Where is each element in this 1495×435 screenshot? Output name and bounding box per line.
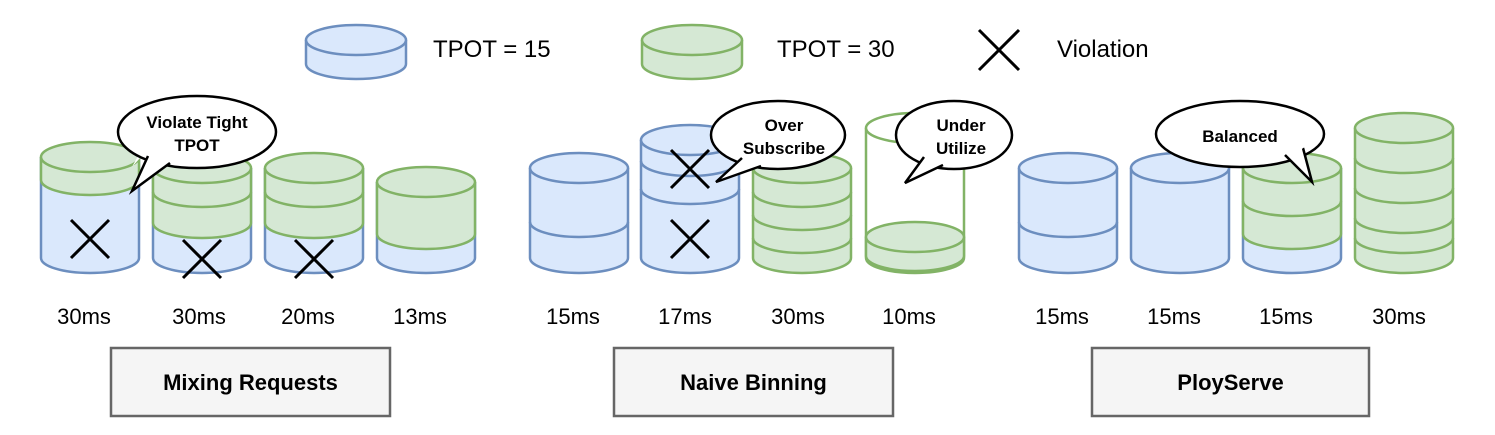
- violation-cross-icon: [669, 148, 711, 260]
- violation-cross-icon: [293, 238, 335, 280]
- speech-bubble-over-subscribe: Over Subscribe: [709, 99, 847, 184]
- bubble-text-line: Subscribe: [743, 139, 825, 158]
- latency-label: 15ms: [1259, 304, 1313, 329]
- latency-label: 15ms: [1147, 304, 1201, 329]
- cylinder: [39, 140, 141, 275]
- legend-label-tpot-15: TPOT = 15: [433, 36, 551, 63]
- bubble-text-line: Balanced: [1202, 127, 1278, 146]
- cylinder: [1241, 151, 1343, 275]
- cylinder: [263, 151, 365, 280]
- speech-bubble-balanced: Balanced: [1154, 99, 1326, 187]
- group-title: Mixing Requests: [163, 370, 338, 395]
- cylinder: [1353, 111, 1455, 275]
- latency-label: 30ms: [172, 304, 226, 329]
- group-title-box: [612, 346, 895, 418]
- cylinder: [528, 151, 630, 275]
- latency-label: 17ms: [658, 304, 712, 329]
- speech-bubble-under-utilize: Under Utilize: [894, 99, 1014, 185]
- group-title: PloyServe: [1177, 370, 1283, 395]
- latency-label: 13ms: [393, 304, 447, 329]
- legend-blue-cylinder-icon: [304, 23, 408, 81]
- latency-label: 15ms: [1035, 304, 1089, 329]
- violation-cross-icon: [181, 238, 223, 280]
- legend-label-tpot-30: TPOT = 30: [777, 36, 895, 63]
- cylinder: [1017, 151, 1119, 275]
- latency-label: 30ms: [57, 304, 111, 329]
- latency-label: 10ms: [882, 304, 936, 329]
- latency-label: 30ms: [771, 304, 825, 329]
- legend-violation-cross-icon: [977, 28, 1021, 72]
- cylinder: [151, 151, 253, 280]
- group-title: Naive Binning: [680, 370, 827, 395]
- bubble-text-line: Violate Tight: [146, 113, 248, 132]
- legend-label-violation: Violation: [1057, 36, 1149, 63]
- cylinder: [751, 151, 853, 275]
- legend-green-cylinder-icon: [640, 23, 744, 81]
- latency-label: 20ms: [281, 304, 335, 329]
- bubble-text-line: Under: [936, 116, 986, 135]
- bubble-text-line: TPOT: [174, 136, 220, 155]
- cylinder: [1129, 151, 1231, 275]
- legend: TPOT = 15 TPOT = 30 Violation: [304, 23, 1149, 81]
- speech-bubble-violate-tight-tpot: Violate Tight TPOT: [116, 94, 278, 195]
- bubble-text-line: Utilize: [936, 139, 986, 158]
- group-title-box: [109, 346, 392, 418]
- latency-label: 30ms: [1372, 304, 1426, 329]
- group-mixing-requests: Violate Tight TPOT 30ms 30ms 20ms 13ms M…: [39, 94, 477, 418]
- bubble-text-line: Over: [765, 116, 804, 135]
- group-naive-binning: Over Subscribe Under Utilize 15ms 17ms 3…: [528, 99, 1014, 418]
- group-title-box: [1090, 346, 1371, 418]
- latency-label: 15ms: [546, 304, 600, 329]
- cylinder: [375, 165, 477, 275]
- cylinder: [639, 123, 741, 275]
- violation-cross-icon: [69, 218, 111, 260]
- group-ployserve: Balanced 15ms 15ms 15ms 30ms PloyServe: [1017, 99, 1455, 418]
